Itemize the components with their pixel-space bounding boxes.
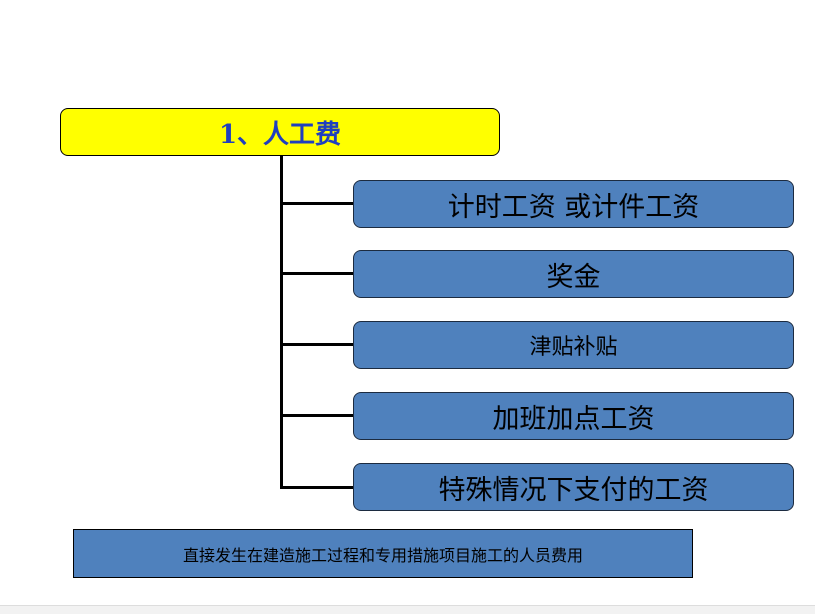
branch-line-1 [280,202,354,205]
child-node-special-wage: 特殊情况下支付的工资 [353,463,794,511]
child-node-bonus: 奖金 [353,250,794,298]
tree-trunk-line [280,156,283,489]
child-node-label: 特殊情况下支付的工资 [438,474,709,506]
branch-line-5 [280,486,354,489]
child-node-allowance: 津贴补贴 [353,321,794,369]
root-node-labor-cost: 1、人工费 [60,108,500,156]
slide-bottom-edge [0,605,815,614]
child-node-overtime-pay: 加班加点工资 [353,392,794,440]
definition-note: 直接发生在建造施工过程和专用措施项目施工的人员费用 [73,529,693,578]
definition-note-text: 直接发生在建造施工过程和专用措施项目施工的人员费用 [182,545,583,565]
root-node-label: 1、人工费 [218,119,342,150]
branch-line-4 [280,414,354,417]
child-node-label: 津贴补贴 [529,335,618,360]
child-node-label: 计时工资 或计件工资 [447,191,700,223]
branch-line-2 [280,272,354,275]
branch-line-3 [280,343,354,346]
child-node-label: 加班加点工资 [492,403,655,435]
child-node-label: 奖金 [546,261,601,293]
child-node-time-piece-wage: 计时工资 或计件工资 [353,180,794,228]
